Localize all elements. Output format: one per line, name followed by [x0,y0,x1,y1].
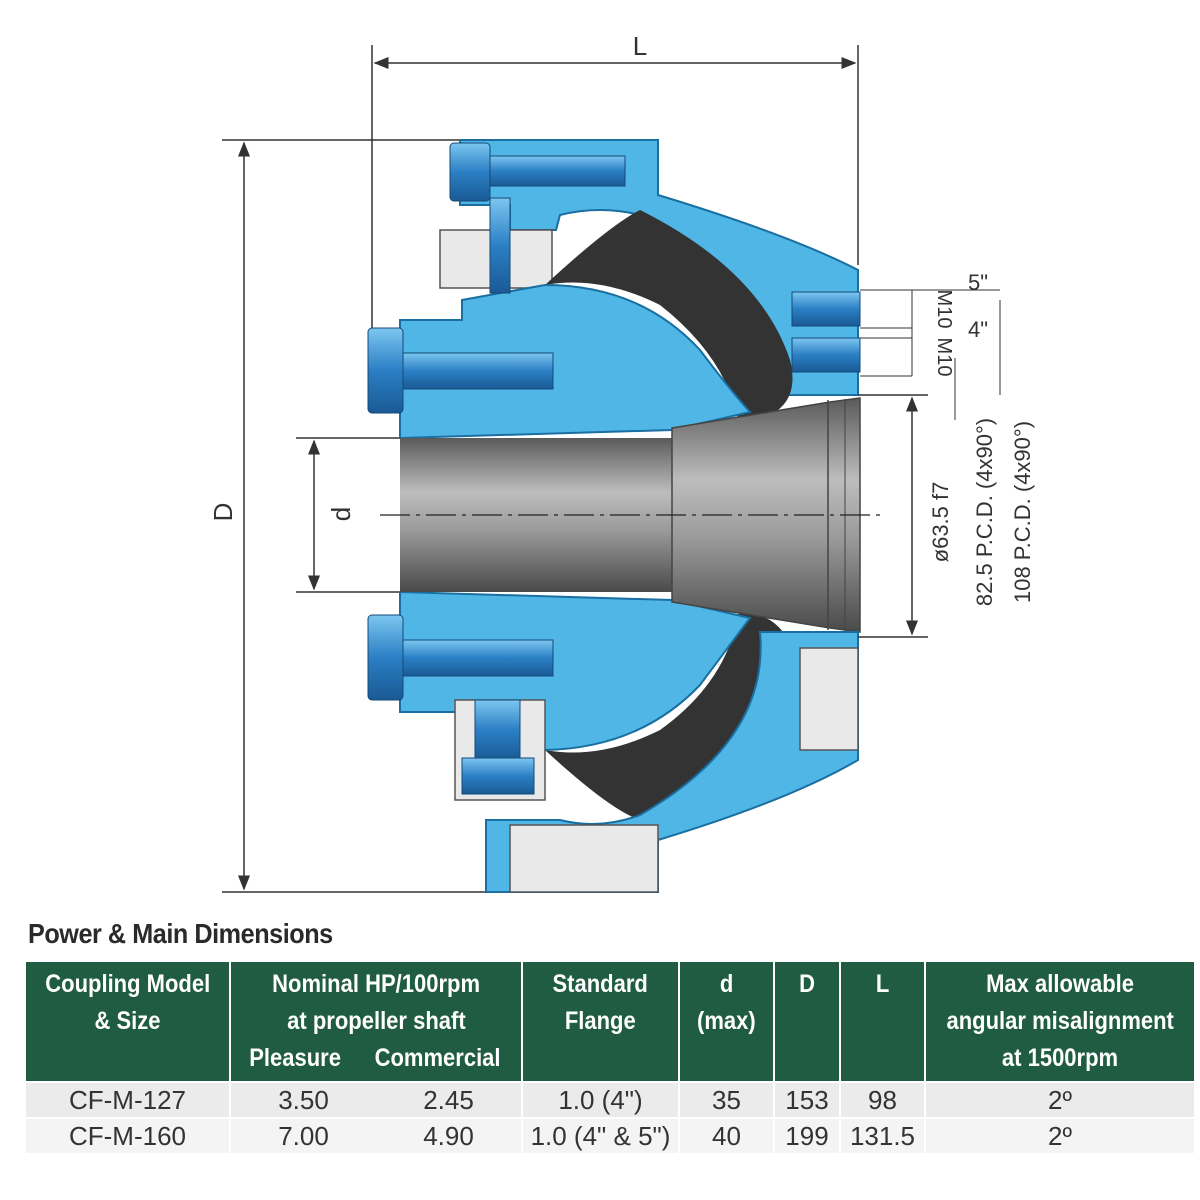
cell-D: 153 [773,1081,841,1119]
length-dimension: L [371,31,859,330]
cell-misalignment: 2º [924,1081,1196,1119]
cell-misalignment: 2º [924,1117,1196,1155]
section-title: Power & Main Dimensions [28,918,333,949]
bore-label: d [326,507,356,521]
table-row: CF-M-127 3.50 2.45 1.0 (4") 35 153 98 2º [24,1081,1196,1119]
bore [380,397,885,633]
cell-flange: 1.0 (4" & 5") [521,1117,680,1155]
cell-hp: 7.00 4.90 [229,1117,523,1155]
hub-bolt-lower [367,614,554,701]
cell-hp-pleasure: 7.00 [278,1120,329,1151]
spigot-diameter-label: ø63.5 f7 [928,482,953,563]
bore-dimension: d [296,437,400,593]
bolts [367,142,861,795]
flange-bolts [791,291,861,373]
cell-hp-commercial: 2.45 [423,1084,474,1115]
header-model: Coupling Model& Size [24,960,231,1083]
set-screw-lower [461,699,535,795]
header-d-max: d(max) [678,960,775,1083]
outer-diameter-dimension: D [208,139,490,893]
header-hp-pleasure: Pleasure [248,1044,341,1072]
header-D: D [773,960,841,1083]
outer-diameter-label: D [208,503,238,522]
length-label: L [633,31,647,61]
table-row: CF-M-160 7.00 4.90 1.0 (4" & 5") 40 199 1… [24,1117,1196,1155]
rubber-element [545,210,793,430]
cell-d-max: 40 [678,1117,775,1155]
cell-hp: 3.50 2.45 [229,1081,523,1119]
cell-hp-pleasure: 3.50 [278,1084,329,1115]
header-L: L [839,960,926,1083]
thread-lower-label: M10 [933,338,955,377]
rubber-element-lower [545,605,793,820]
housing-bolt-top [449,142,626,294]
header-hp-commercial: Commercial [374,1044,501,1072]
right-dimensions: ø63.5 f7 M10 M10 5" 4" 82.5 P.C.D. (4x90… [858,270,1035,638]
coupling-cross-section-drawing: L D d [208,31,1035,893]
cell-d-max: 35 [678,1081,775,1119]
thread-upper-label: M10 [933,290,955,329]
pcd-inner-label: 82.5 P.C.D. (4x90°) [972,418,997,606]
cell-model: CF-M-127 [24,1081,231,1119]
cell-hp-commercial: 4.90 [423,1120,474,1151]
cell-L: 131.5 [839,1117,926,1155]
cell-D: 199 [773,1117,841,1155]
cell-flange: 1.0 (4") [521,1081,680,1119]
cell-L: 98 [839,1081,926,1119]
size-upper-label: 5" [968,270,988,295]
hub-bolt-upper [367,327,554,414]
pcd-outer-label: 108 P.C.D. (4x90°) [1010,421,1035,603]
size-lower-label: 4" [968,317,988,342]
cell-model: CF-M-160 [24,1117,231,1155]
